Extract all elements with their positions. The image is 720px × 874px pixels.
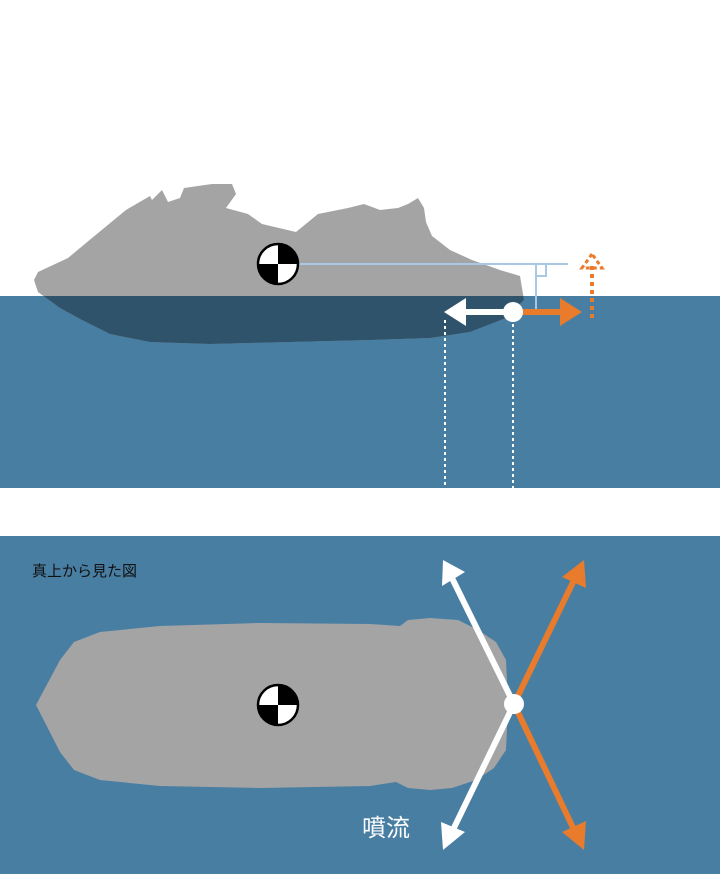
thrust-arrow-side: [520, 298, 582, 326]
jet-double-arrow: [441, 560, 517, 850]
lift-arrow-dotted: [579, 251, 605, 318]
center-of-gravity-icon: [256, 242, 300, 286]
pivot-point-icon: [504, 694, 524, 714]
pivot-point-icon: [503, 302, 523, 322]
thrust-double-arrow: [511, 560, 586, 850]
jet-arrow-side: [444, 298, 506, 326]
top-view-caption: 真上から見た図: [32, 562, 138, 580]
jet-stream-label: 噴流: [362, 814, 410, 842]
submerged-hull: [43, 296, 524, 344]
center-of-gravity-icon: [256, 683, 300, 727]
